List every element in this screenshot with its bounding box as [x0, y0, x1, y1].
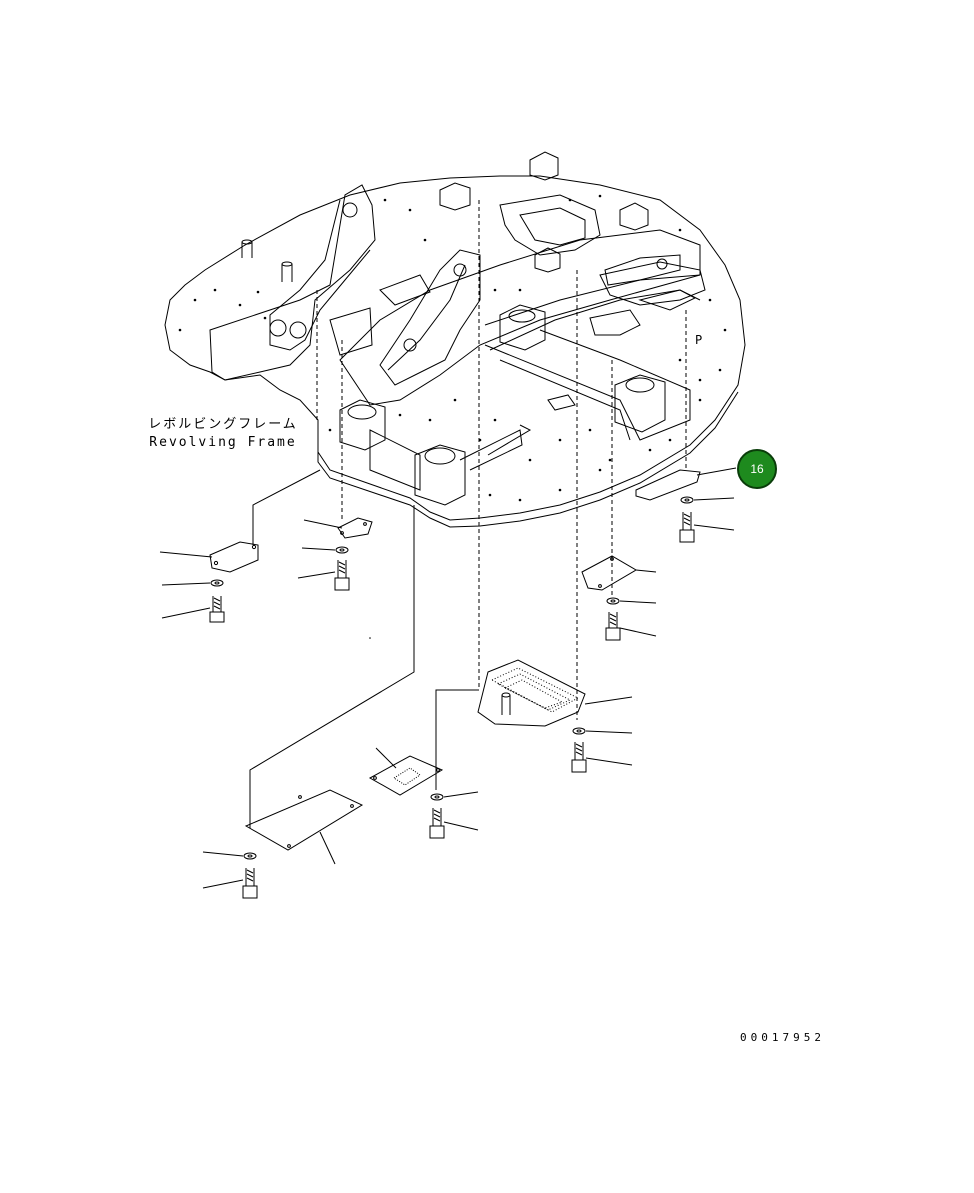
alignment-lines [316, 200, 687, 720]
cover-plate-left [159, 541, 259, 573]
drawing-number: 00017952 [740, 1031, 825, 1044]
washer-left [161, 579, 224, 587]
bolt-bottom [202, 868, 258, 899]
cover-plate-large [244, 789, 364, 865]
washer-square [430, 791, 479, 801]
washer-bottom [202, 851, 257, 860]
bolt-square [429, 808, 479, 839]
bolt-center-left [297, 560, 350, 591]
callout-16-button[interactable]: 16 [737, 449, 777, 489]
bolt-left [161, 596, 225, 623]
cover-plate-small [303, 517, 373, 539]
svg-text:P: P [695, 333, 702, 347]
frame-leader-lines [249, 469, 479, 828]
washer-center-left [301, 546, 349, 554]
revolving-frame-label: レボルビングフレーム Revolving Frame [148, 416, 298, 452]
washer-perforated [572, 727, 633, 735]
bolt-right-top [679, 512, 735, 543]
bolt-right-mid [605, 612, 657, 641]
bolt-perforated [571, 742, 633, 773]
revolving-frame: P [164, 151, 746, 528]
cover-plate-item-16 [635, 467, 737, 501]
cover-plate-right-mid [581, 555, 657, 591]
frame-label-en: Revolving Frame [149, 435, 297, 450]
washer-right-mid [606, 597, 657, 605]
perforated-cover [477, 659, 633, 727]
cover-plate-square [368, 747, 444, 796]
washer-right-top [680, 496, 735, 504]
frame-label-ja: レボルビングフレーム [148, 417, 298, 432]
